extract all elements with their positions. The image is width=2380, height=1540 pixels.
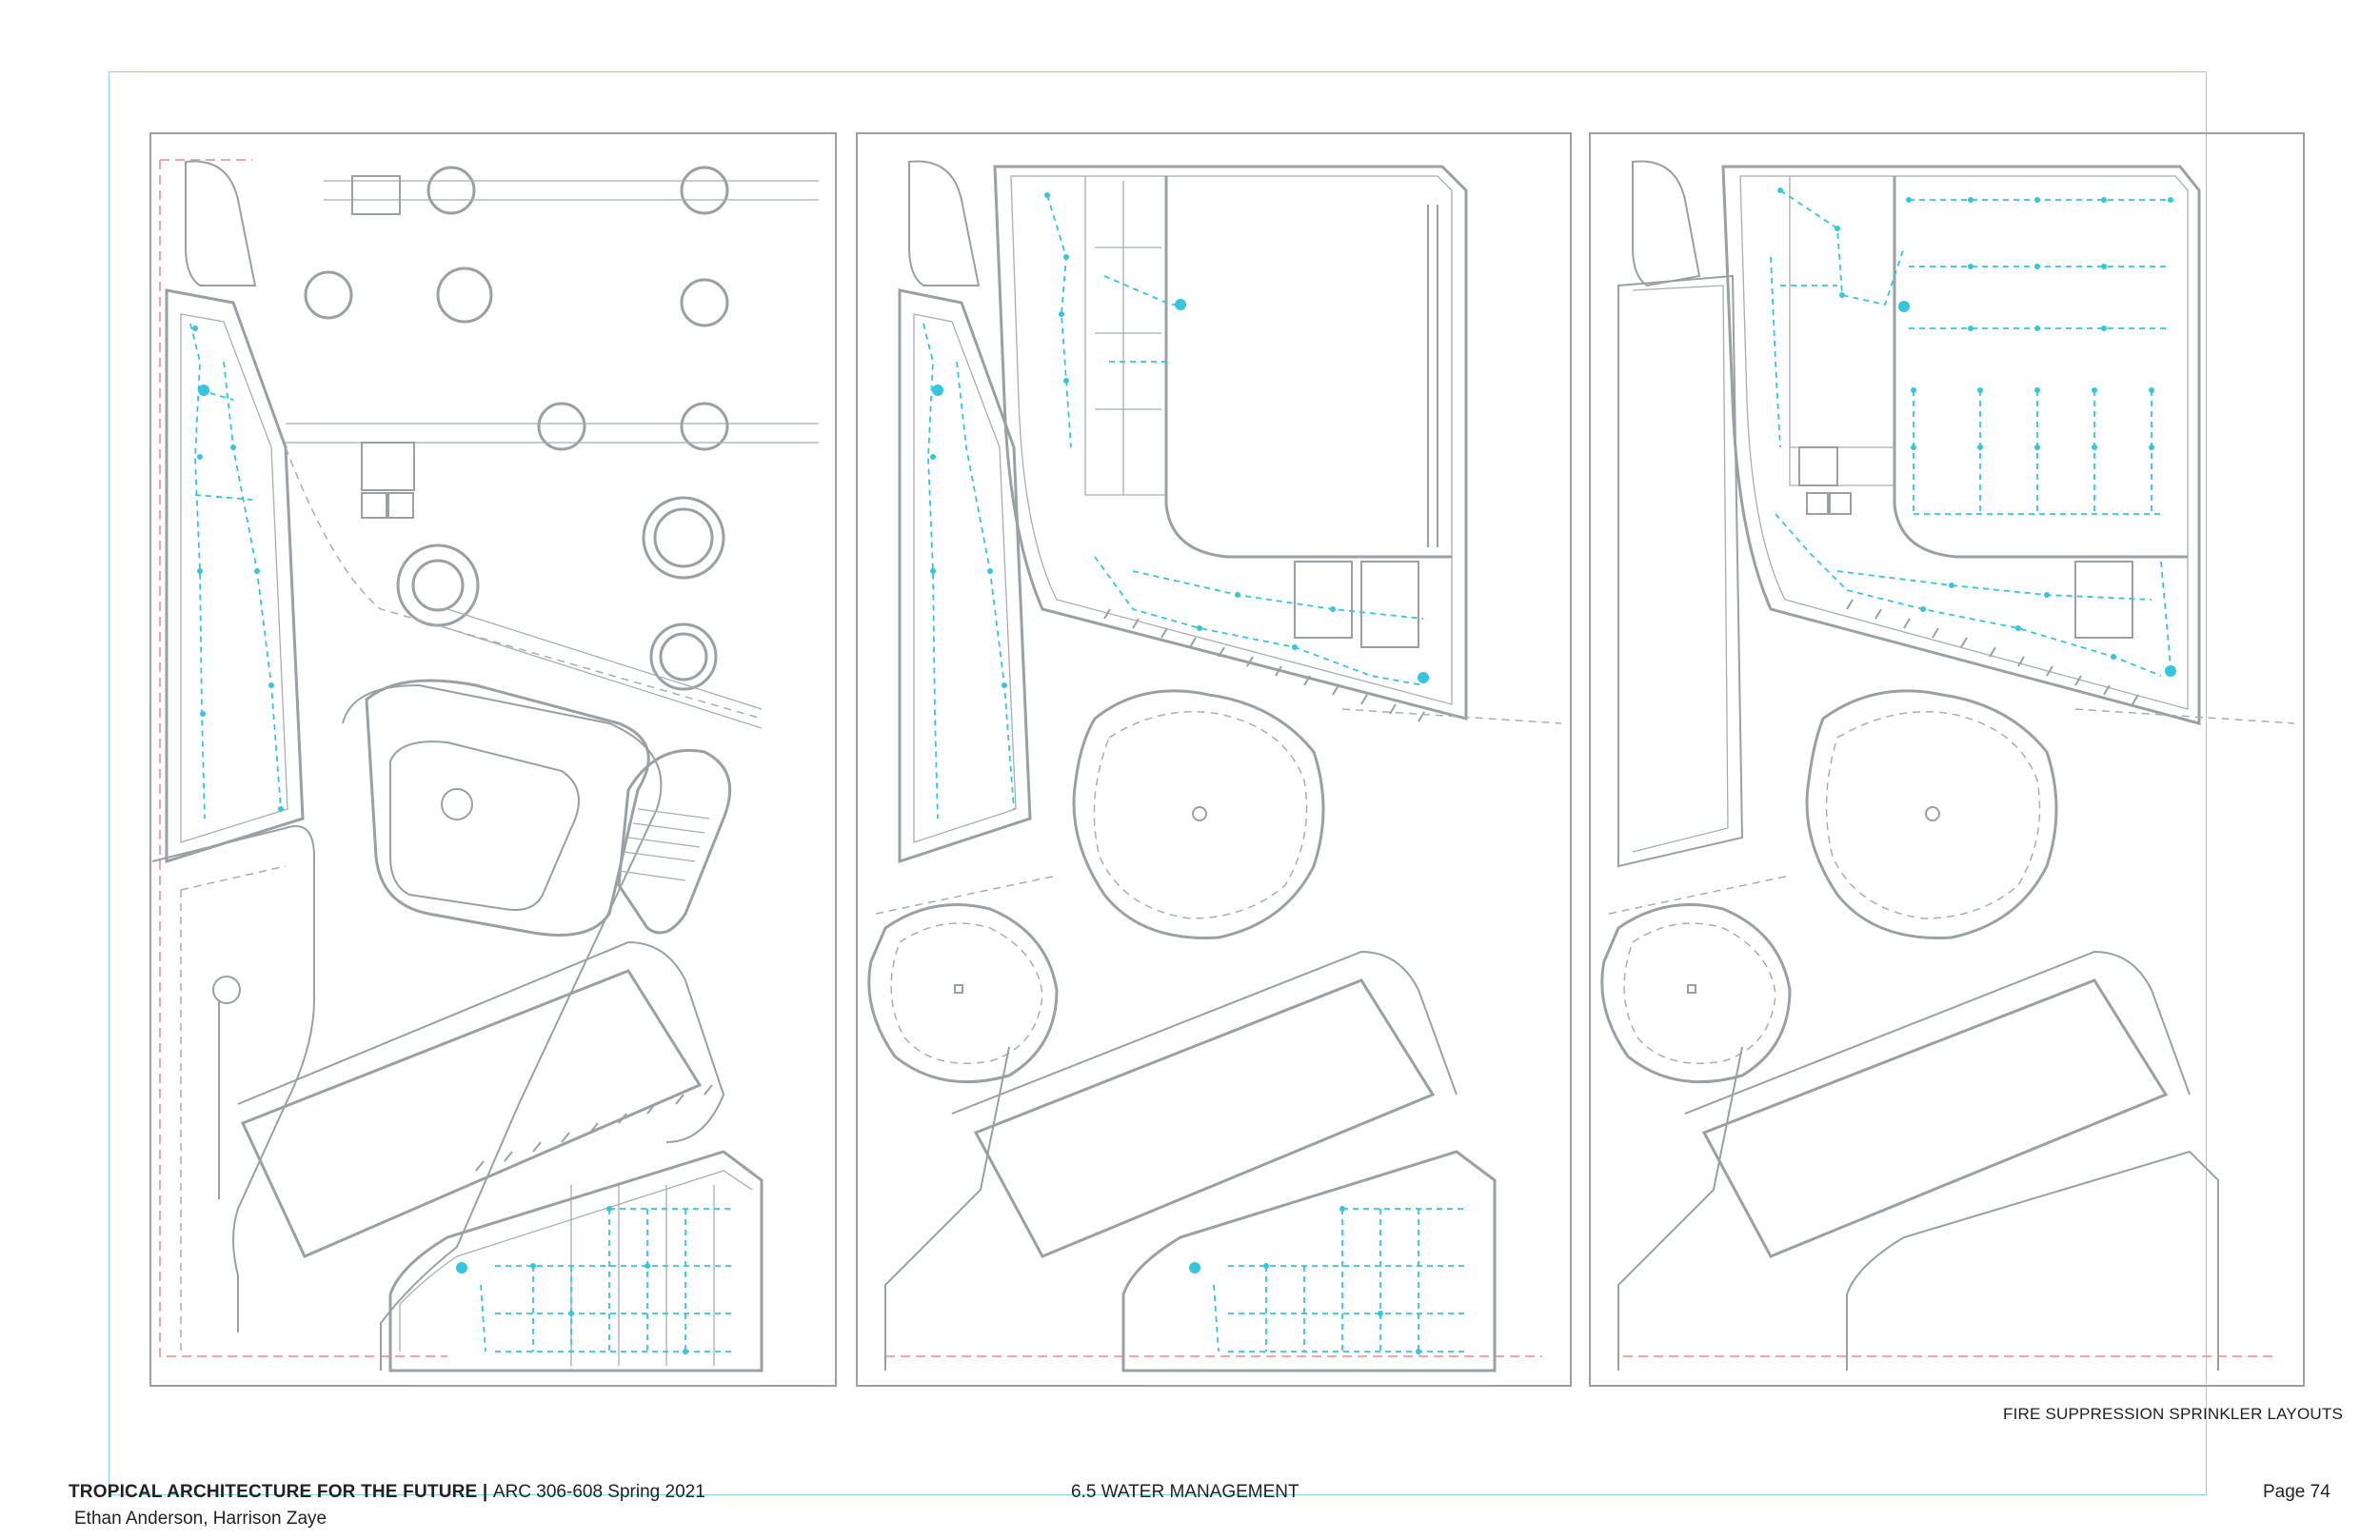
page-number: Page 74 bbox=[2263, 1482, 2330, 1502]
footer-authors: Ethan Anderson, Harrison Zaye bbox=[74, 1509, 327, 1529]
page-frame bbox=[109, 71, 2207, 1495]
title-separator: | bbox=[477, 1482, 493, 1502]
plan-level-2 bbox=[856, 132, 1572, 1387]
footer-section: 6.5 WATER MANAGEMENT bbox=[1071, 1482, 1299, 1502]
course-title: TROPICAL ARCHITECTURE FOR THE FUTURE bbox=[69, 1482, 478, 1502]
course-code: ARC 306-608 Spring 2021 bbox=[492, 1482, 705, 1502]
plan-level-1 bbox=[149, 132, 837, 1387]
footer-course: TROPICAL ARCHITECTURE FOR THE FUTURE | A… bbox=[69, 1482, 705, 1503]
plan-level-3 bbox=[1589, 132, 2305, 1387]
drawing-caption: FIRE SUPPRESSION SPRINKLER LAYOUTS bbox=[2003, 1405, 2343, 1423]
